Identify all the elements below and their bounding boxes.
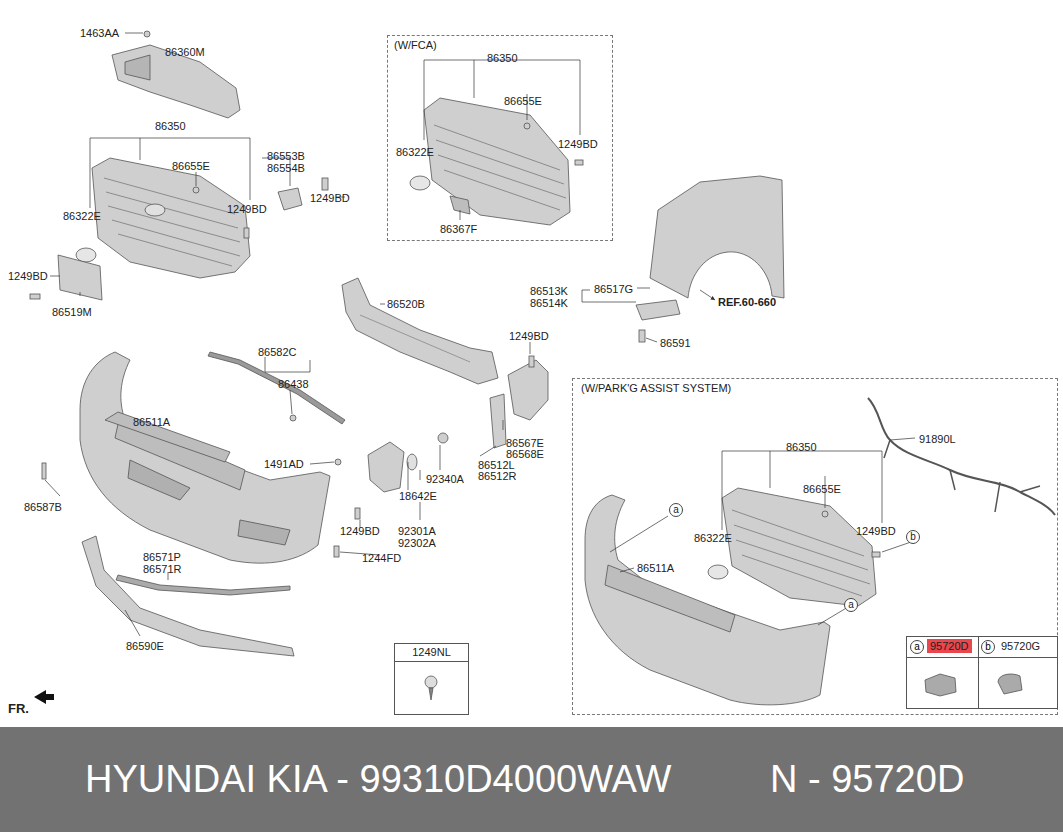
part-number: 86360M (165, 46, 205, 58)
part-number: 86350 (786, 441, 817, 453)
part-number: 86655E (803, 483, 841, 495)
option-group-box: (W/PARK'G ASSIST SYSTEM)a95720Db95720G (572, 378, 1058, 715)
part-number: 1249BD (227, 203, 267, 215)
part-number: 1249BD (509, 330, 549, 342)
part-number: 86587B (24, 501, 62, 513)
part-number: 1249BD (558, 138, 598, 150)
callout-letter: a (844, 598, 858, 612)
part-number: 92302A (398, 537, 436, 549)
part-number: 86511A (637, 562, 674, 574)
header-rule (395, 661, 468, 662)
part-number: 86367F (440, 223, 477, 235)
callout-letter: b (981, 640, 995, 654)
part-number: 1249BD (8, 270, 48, 282)
node-text: HYUNDAI KIA - 99310D4000WAW (85, 757, 671, 801)
part-number: 1463AA (80, 27, 119, 39)
part-number: 86514K (530, 297, 568, 309)
part-number: 1244FD (362, 552, 401, 564)
fastener-box: 1249NL (394, 643, 469, 715)
part-number: 86554B (267, 162, 305, 174)
part-number: 86655E (172, 160, 210, 172)
part-number: 1249BD (340, 525, 380, 537)
part-number: 86571P (143, 551, 181, 563)
part-number: 86568E (506, 448, 544, 460)
part-number: 86519M (52, 306, 92, 318)
part-number: 1249BD (310, 192, 350, 204)
part-number: 86582C (258, 346, 297, 358)
part-number: 86322E (694, 532, 732, 544)
option-group-box: (W/FCA) (387, 35, 613, 241)
part-number: 91890L (919, 433, 956, 445)
part-number: 92301A (398, 525, 436, 537)
header-rule (907, 657, 978, 658)
part-number: 86350 (487, 52, 518, 64)
part-number: 1491AD (264, 458, 304, 470)
legend-cell: b95720G (978, 636, 1058, 709)
part-number: REF.60-660 (718, 296, 776, 308)
legend-cell: a95720D (906, 636, 979, 709)
part-number: 86511A (133, 416, 170, 428)
part-number: 86571R (143, 563, 182, 575)
callout-letter: a (669, 503, 683, 517)
part-number: FR. (8, 702, 29, 716)
part-number: 86567E (506, 437, 544, 449)
part-number: 92340A (426, 473, 464, 485)
node-text: 95720D (927, 639, 972, 653)
part-number: 86438 (278, 378, 309, 390)
callout-letter: a (910, 640, 924, 654)
part-number: 86513K (530, 285, 568, 297)
part-number: 86322E (63, 210, 101, 222)
part-number: 86350 (155, 120, 186, 132)
node-text: (W/PARK'G ASSIST SYSTEM) (581, 382, 731, 394)
node-text: 95720G (998, 639, 1043, 653)
part-number: 86655E (504, 95, 542, 107)
part-number: 1249BD (856, 525, 896, 537)
part-number: 86512R (478, 470, 517, 482)
part-number: 86322E (396, 146, 434, 158)
part-number-band: HYUNDAI KIA - 99310D4000WAW N - 95720D (0, 727, 1063, 832)
part-number: 86512L (478, 459, 515, 471)
node-text: 1249NL (395, 646, 468, 658)
part-number: 18642E (399, 490, 437, 502)
callout-letter: b (906, 530, 920, 544)
header-rule (978, 657, 1057, 658)
part-number: 86520B (387, 298, 425, 310)
node-text: N - 95720D (770, 757, 964, 801)
part-number: 86591 (660, 337, 691, 349)
node-text: (W/FCA) (394, 39, 437, 51)
part-number: 86590E (126, 640, 164, 652)
part-number: 86517G (594, 283, 633, 295)
part-number: 86553B (267, 150, 305, 162)
